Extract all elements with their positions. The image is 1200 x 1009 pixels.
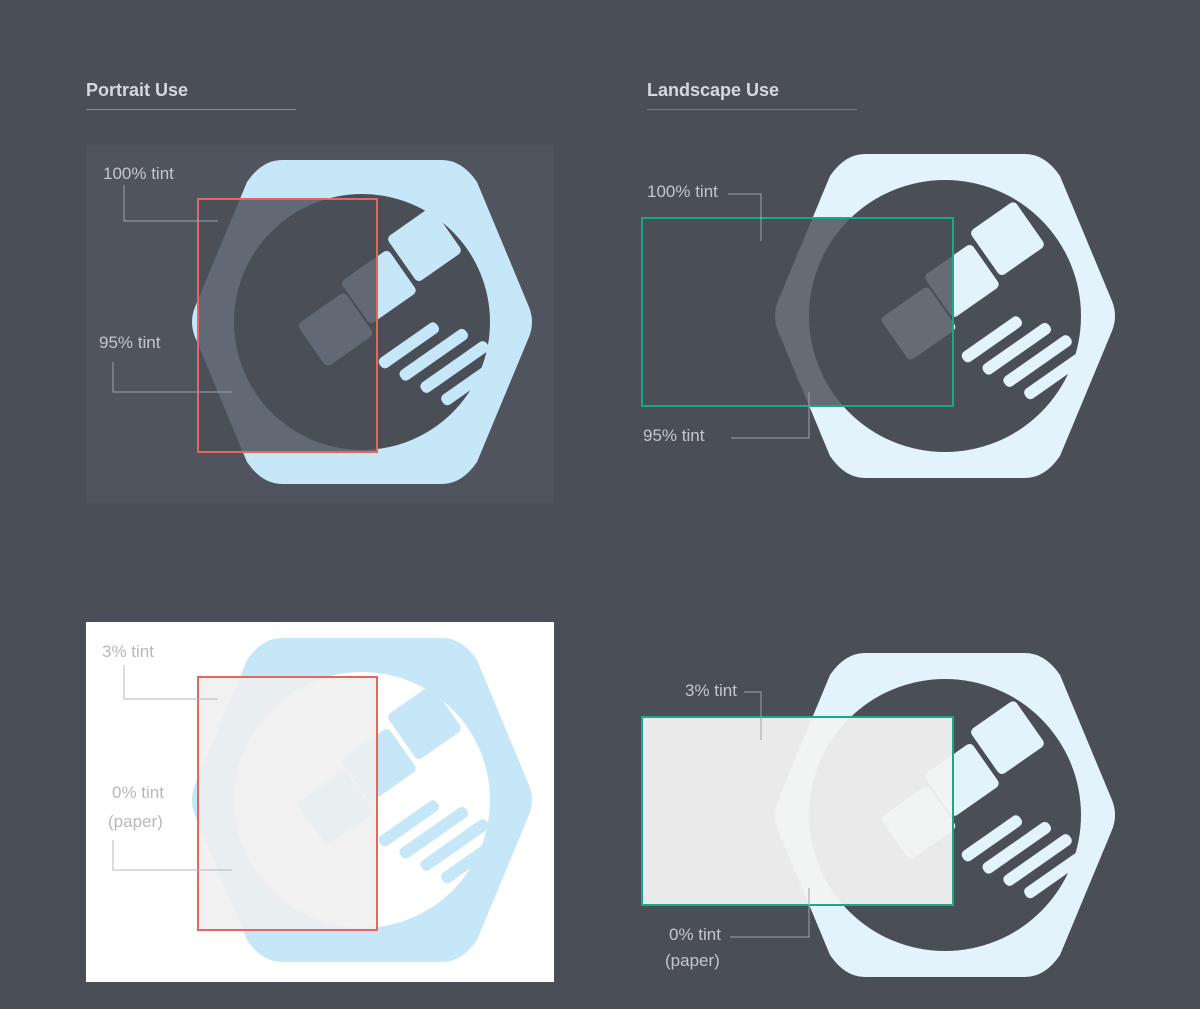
tint-label-paper: (paper): [108, 812, 163, 831]
tint-label-3: 3% tint: [685, 681, 737, 700]
tint-label-100: 100% tint: [103, 164, 174, 183]
tint-label-95: 95% tint: [643, 426, 705, 445]
leader-line: [112, 362, 232, 393]
portrait-dark-panel: 100% tint 95% tint: [86, 145, 554, 503]
leader-line: [744, 691, 762, 740]
leader-line: [112, 840, 232, 871]
leader-line: [123, 185, 218, 222]
tint-label-paper: (paper): [665, 951, 720, 970]
portrait-frame: [197, 676, 378, 931]
portrait-frame: [197, 198, 378, 453]
tint-label-0: 0% tint: [669, 925, 721, 944]
tint-label-3: 3% tint: [102, 642, 154, 661]
tint-label-100: 100% tint: [647, 182, 718, 201]
landscape-light-panel: 3% tint 0% tint (paper): [641, 653, 1115, 977]
leader-line: [728, 193, 762, 241]
landscape-frame: [641, 716, 954, 906]
leader-line: [730, 888, 810, 938]
landscape-use-heading: Landscape Use: [647, 80, 857, 110]
portrait-light-panel: 3% tint 0% tint (paper): [86, 622, 554, 982]
tint-label-0: 0% tint: [112, 783, 164, 802]
portrait-use-heading: Portrait Use: [86, 80, 296, 110]
landscape-frame: [641, 217, 954, 407]
tint-label-95: 95% tint: [99, 333, 161, 352]
leader-line: [123, 665, 218, 700]
leader-line: [731, 392, 810, 439]
landscape-dark-panel: 100% tint 95% tint: [641, 154, 1115, 478]
